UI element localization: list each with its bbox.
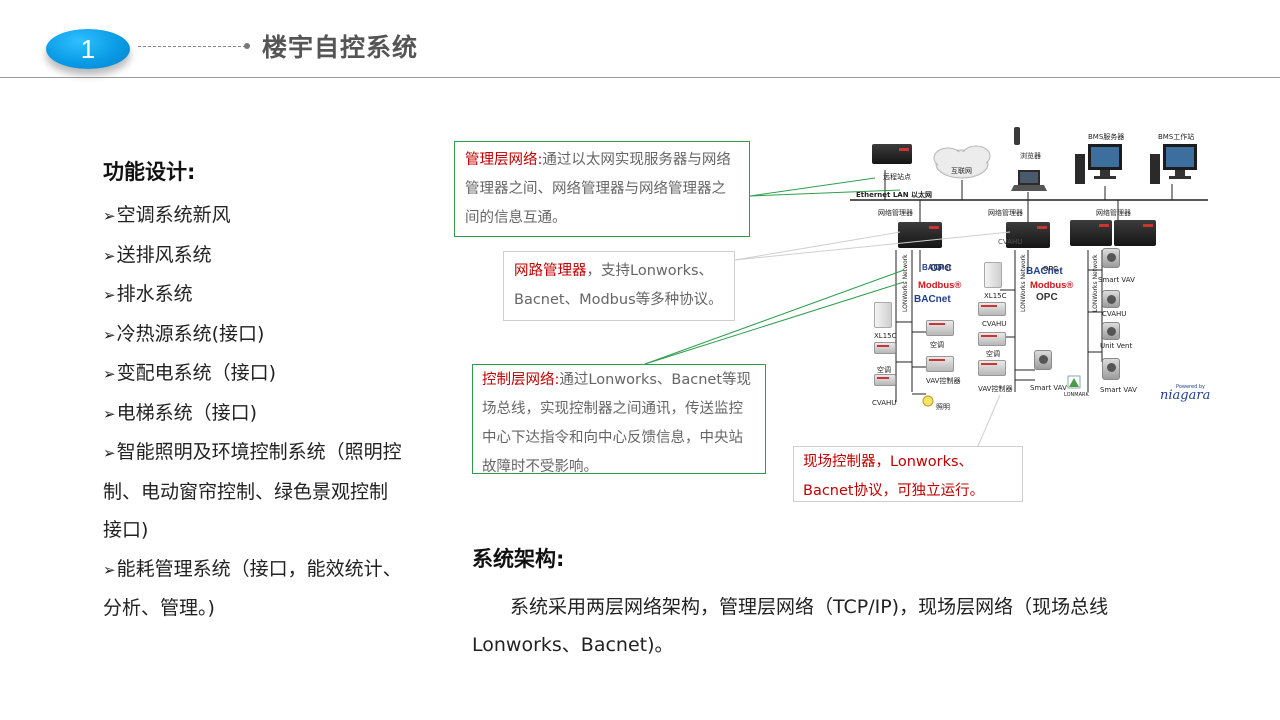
arrow-bullet-icon: ➢ xyxy=(103,404,116,423)
remote-site-device xyxy=(872,144,912,164)
management-network-callout: 管理层网络:通过以太网实现服务器与网络管理器之间、网络管理器与网络管理器之间的信… xyxy=(454,141,750,237)
network-manager-device xyxy=(1070,220,1112,246)
function-list: ➢空调系统新风 ➢送排风系统 ➢排水系统 ➢冷热源系统(接口) ➢变配电系统（接… xyxy=(103,196,403,628)
cvahu-device xyxy=(1102,290,1120,308)
ac-label: 空调 xyxy=(877,366,891,374)
cvahu-controller xyxy=(978,302,1006,316)
arrow-bullet-icon: ➢ xyxy=(103,325,116,344)
opc-logo: OPC xyxy=(1036,292,1058,303)
smart-vav-device xyxy=(1102,358,1120,380)
network-manager-label: 网络管理器 xyxy=(988,209,1023,217)
lonworks-network-label: LONWorks Network xyxy=(1020,254,1027,312)
unit-vent-label: Unit Vent xyxy=(1100,342,1133,350)
function-item: ➢空调系统新风 xyxy=(103,204,231,226)
cvahu-label: CVAHU xyxy=(872,399,897,407)
powered-by-label: Powered by xyxy=(1176,384,1205,390)
xl15c-label: XL15C xyxy=(874,332,897,340)
opc-logo: OPC xyxy=(1043,266,1059,273)
arrow-bullet-icon: ➢ xyxy=(103,286,116,304)
function-item: ➢电梯系统（接口) xyxy=(103,401,257,424)
ac-label: 空调 xyxy=(930,341,944,349)
arrow-bullet-icon: ➢ xyxy=(103,207,116,225)
smart-vav-label: Smart VAV xyxy=(1098,276,1135,284)
modbus-logo: Modbus® xyxy=(918,280,962,291)
lonworks-network-label: LONWorks Network xyxy=(902,254,909,312)
bacnet-logo: BACnet xyxy=(914,294,951,305)
function-item: ➢排水系统 xyxy=(103,283,193,305)
header-dashed-line xyxy=(138,46,246,47)
function-item: ➢冷热源系统(接口) xyxy=(103,322,265,345)
arrow-bullet-icon: ➢ xyxy=(103,444,116,462)
modbus-logo: Modbus® xyxy=(1030,280,1074,291)
network-manager-label: 网络管理器 xyxy=(1096,209,1131,217)
ac-label: 空调 xyxy=(986,350,1000,358)
bacnet-logo: BACnet xyxy=(922,263,952,272)
xl15c-controller xyxy=(874,302,892,328)
network-router-callout: 网路管理器，支持Lonworks、Bacnet、Modbus等多种协议。 xyxy=(503,251,735,321)
internet-label: 互联网 xyxy=(951,167,972,175)
network-manager-label: 网络管理器 xyxy=(878,209,913,217)
section-number-badge: 1 xyxy=(46,29,130,69)
vav-controller xyxy=(926,356,954,372)
vav-controller-label: VAV控制器 xyxy=(926,377,961,385)
network-diagram: 远程站点 互联网 浏览器 BMS服务器 BMS工作站 Ethernet LAN … xyxy=(850,122,1230,414)
remote-site-label: 远程站点 xyxy=(883,173,911,181)
bms-server-label: BMS服务器 xyxy=(1088,133,1125,141)
cvahu-controller xyxy=(874,374,896,386)
smart-vav-label: Smart VAV xyxy=(1100,386,1137,394)
bacnet-logo: BACnet xyxy=(1026,266,1063,277)
header-divider xyxy=(0,77,1280,78)
architecture-title: 系统架构: xyxy=(472,547,565,571)
vav-controller-label: VAV控制器 xyxy=(978,385,1013,393)
function-design-title: 功能设计: xyxy=(103,160,196,184)
ac-controller xyxy=(874,342,896,354)
function-item: ➢变配电系统（接口) xyxy=(103,362,276,384)
niagara-logo: niagara xyxy=(1160,388,1211,403)
cvahu-label: CVAHU xyxy=(998,238,1023,246)
xl15c-controller xyxy=(984,262,1002,288)
xl15c-label: XL15C xyxy=(984,292,1007,300)
smart-vav-device xyxy=(1102,248,1120,268)
function-item: ➢智能照明及环境控制系统（照明控制、电动窗帘控制、绿色景观控制接口) xyxy=(103,441,402,541)
page-title: 楼宇自控系统 xyxy=(262,33,419,62)
function-item: ➢能耗管理系统（接口，能效统计、分析、管理。) xyxy=(103,557,402,620)
smart-vav-label: Smart VAV xyxy=(1030,384,1067,392)
unit-vent-device xyxy=(1102,322,1120,340)
cvahu-label: CVAHU xyxy=(982,320,1007,328)
lighting-label: 照明 xyxy=(936,403,950,411)
ethernet-label: Ethernet LAN 以太网 xyxy=(856,191,932,199)
architecture-description: 系统采用两层网络架构，管理层网络（TCP/IP)，现场层网络（现场总线Lonwo… xyxy=(472,596,1109,656)
network-manager-device xyxy=(1006,222,1050,248)
control-network-callout: 控制层网络:通过Lonworks、Bacnet等现场总线，实现控制器之间通讯，传… xyxy=(472,364,766,475)
bms-workstation-label: BMS工作站 xyxy=(1158,133,1195,141)
browser-label: 浏览器 xyxy=(1020,152,1041,160)
arrow-bullet-icon: ➢ xyxy=(103,246,116,265)
field-controller-callout: 现场控制器，Lonworks、Bacnet协议，可独立运行。 xyxy=(793,446,1023,502)
smart-vav-device xyxy=(1034,350,1052,370)
arrow-bullet-icon: ➢ xyxy=(103,560,116,579)
header-dot xyxy=(244,43,250,49)
cvahu-label: CVAHU xyxy=(1102,310,1127,318)
lonmark-label: LONMARK xyxy=(1064,392,1089,398)
ac-controller xyxy=(978,332,1006,346)
network-manager-device xyxy=(1114,220,1156,246)
network-manager-device xyxy=(898,222,942,248)
arrow-bullet-icon: ➢ xyxy=(103,365,116,383)
function-item: ➢送排风系统 xyxy=(103,243,212,266)
vav-controller xyxy=(978,360,1006,376)
opc-logo: OPC xyxy=(930,263,952,274)
ac-controller xyxy=(926,320,954,336)
